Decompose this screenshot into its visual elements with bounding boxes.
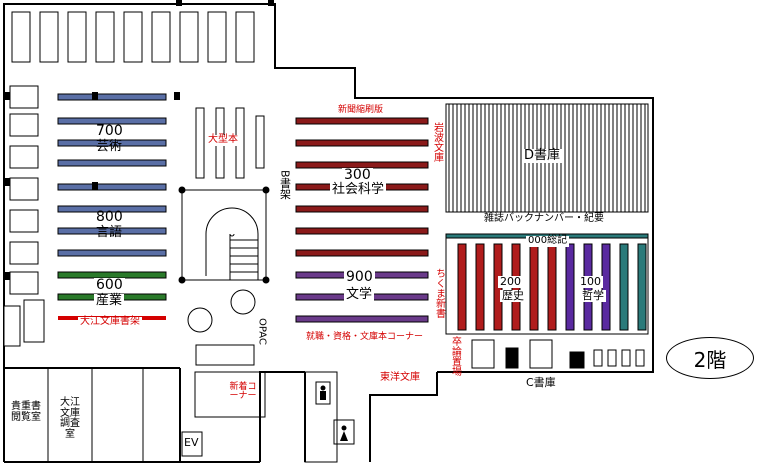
restroom-men-icon xyxy=(315,381,331,405)
section-300-name: 社会科学 xyxy=(330,182,387,197)
rare-room-label: 貴重書閲覧室 xyxy=(11,401,41,423)
new-books-label: 新着コーナー xyxy=(229,382,257,402)
floor-badge: 2階 xyxy=(666,337,754,379)
section-600-code: 600 xyxy=(94,277,125,293)
section-200-code: 200 xyxy=(498,275,523,288)
section-300-code: 300 xyxy=(342,167,373,183)
iwanami-label: 岩波文庫 xyxy=(431,122,443,162)
section-900-name: 文学 xyxy=(344,287,375,302)
shelves-700-800 xyxy=(57,93,167,257)
ev-label: EV xyxy=(184,436,199,449)
c-stack-label: C書庫 xyxy=(526,376,556,389)
employment-corner-label: 就職・資格・文庫本コーナー xyxy=(304,332,426,343)
oe-room-label: 大江文庫調査室 xyxy=(60,397,80,440)
graduation-label: 卒論置場 xyxy=(449,336,461,376)
reading-seats-left xyxy=(3,85,45,347)
toyo-label: 東洋文庫 xyxy=(380,372,420,383)
restroom-women-icon xyxy=(340,425,348,441)
reading-tables-top xyxy=(11,11,255,63)
section-200-name: 歴史 xyxy=(500,289,526,302)
c-stack-desks xyxy=(471,339,645,369)
magazines-label: 雑誌バックナンバー・紀要 xyxy=(482,213,606,225)
section-100-name: 哲学 xyxy=(580,289,606,302)
section-700-code: 700 xyxy=(96,123,123,139)
oe-shelf-label: 大江文庫書架 xyxy=(78,316,142,328)
spiral-staircase-icon xyxy=(178,186,270,284)
c-stack xyxy=(445,233,649,335)
d-stack-label: D書庫 xyxy=(522,148,563,163)
pillars xyxy=(4,0,274,280)
section-900-code: 900 xyxy=(344,269,375,285)
large-books-label: 大型本 xyxy=(206,134,240,146)
opac-label: OPAC xyxy=(256,318,268,345)
chikuma-label: ちくま新書 xyxy=(433,268,445,318)
b-shelf-label: B書架 xyxy=(278,170,292,200)
round-tables xyxy=(187,289,256,333)
section-800-code: 800 xyxy=(96,209,123,225)
section-800-name: 言語 xyxy=(96,225,123,240)
section-700-name: 芸術 xyxy=(96,139,123,154)
general-000-label: 000総記 xyxy=(526,235,570,247)
newspaper-label: 新聞縮刷版 xyxy=(336,105,386,116)
bottom-rooms xyxy=(47,344,355,463)
section-600-name: 産業 xyxy=(94,293,125,308)
section-100-code: 100 xyxy=(578,275,603,288)
